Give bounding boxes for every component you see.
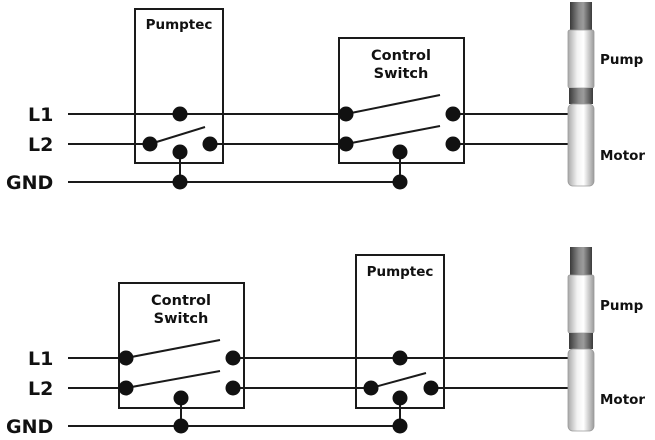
bottom-l2-label: L2: [28, 378, 53, 400]
bottom-diagram: Control Switch Pumptec L1 L2 G: [6, 247, 645, 438]
top-pumptec-switch-blade: [149, 126, 206, 145]
top-gnd-label: GND: [6, 172, 53, 194]
top-pumptec-l1-terminal: [172, 106, 188, 122]
top-l1-label: L1: [28, 104, 53, 126]
bottom-pumptec-label: Pumptec: [367, 264, 434, 280]
top-pumptec-l2-out-terminal: [202, 136, 218, 152]
bottom-pumptec-l2-out-terminal: [423, 380, 439, 396]
bottom-control-switch-label-line1: Control: [151, 293, 211, 309]
top-control-switch-label-line2: Switch: [374, 66, 429, 82]
bottom-pumptec-l2-in-terminal: [363, 380, 379, 396]
bottom-pumptec-gnd-junction: [392, 418, 408, 434]
bottom-pumptec-l1-terminal: [392, 350, 408, 366]
bottom-gnd-junction: [173, 418, 189, 434]
top-pumptec-l2-in-terminal: [142, 136, 158, 152]
top-switch-l2-out-terminal: [445, 136, 461, 152]
bottom-switch-l2-out-terminal: [225, 380, 241, 396]
top-switch-l1-in-terminal: [338, 106, 354, 122]
top-gnd-junction: [172, 174, 188, 190]
top-pumptec-label: Pumptec: [146, 17, 213, 33]
top-pumptec-ground-terminal: [172, 144, 188, 160]
bottom-control-switch-label-line2: Switch: [154, 311, 209, 327]
bottom-switch-ground-terminal: [173, 390, 189, 406]
bottom-l1-label: L1: [28, 348, 53, 370]
bottom-switch-blade-l1: [125, 339, 221, 359]
bottom-control-switch-box: [118, 282, 245, 409]
bottom-motor-label: Motor: [600, 392, 645, 408]
top-switch-l1-out-terminal: [445, 106, 461, 122]
bottom-switch-blade-l2: [125, 370, 221, 389]
bottom-switch-l1-out-terminal: [225, 350, 241, 366]
top-pump-label: Pump: [600, 52, 644, 68]
top-l2-label: L2: [28, 134, 53, 156]
bottom-pump-motor-illustration: [567, 247, 595, 432]
bottom-gnd-label: GND: [6, 416, 53, 438]
bottom-switch-l2-in-terminal: [118, 380, 134, 396]
top-switch-blade-l1: [345, 94, 441, 115]
top-control-switch-label-line1: Control: [371, 48, 431, 64]
top-switch-blade-l2: [345, 125, 441, 145]
top-motor-label: Motor: [600, 148, 645, 164]
bottom-switch-l1-in-terminal: [118, 350, 134, 366]
bottom-pumptec-switch-blade: [370, 372, 427, 389]
top-switch-gnd-junction: [392, 174, 408, 190]
top-switch-ground-terminal: [392, 144, 408, 160]
bottom-pump-label: Pump: [600, 298, 644, 314]
top-diagram: Pumptec Control Switch L1 L2 G: [6, 2, 645, 194]
top-switch-l2-in-terminal: [338, 136, 354, 152]
top-pump-motor-illustration: [567, 2, 595, 187]
bottom-pumptec-ground-terminal: [392, 390, 408, 406]
